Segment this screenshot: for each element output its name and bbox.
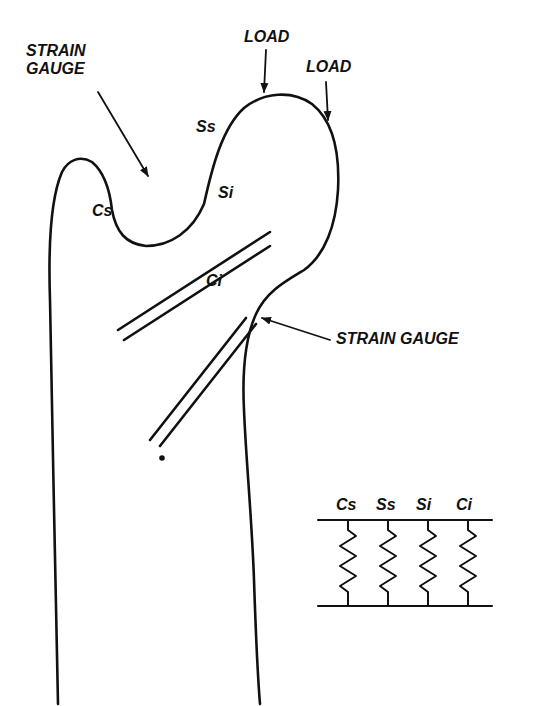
load-label: LOAD [306, 58, 351, 76]
inferior-gauge-strip [160, 324, 256, 446]
resistor-symbol [340, 520, 356, 606]
leader-arrow [262, 318, 330, 340]
gauge-name: Si [416, 496, 431, 514]
inferior-gauge-strip [150, 318, 246, 440]
gauge-name: Ss [196, 118, 216, 136]
femur-outline [50, 95, 339, 704]
superior-gauge-strip [118, 232, 270, 330]
gauge-name: Cs [336, 496, 356, 514]
bus-line [318, 605, 492, 607]
resistor-symbol [460, 520, 476, 606]
bus-line [318, 519, 492, 521]
load-arrow [264, 50, 266, 92]
gauge-name: Cs [92, 202, 112, 220]
gauge-name: Si [218, 184, 233, 202]
resistor-symbol [420, 520, 436, 606]
gauge-name: Ss [376, 496, 396, 514]
dot [161, 457, 164, 460]
strain-gauge-label: STRAIN GAUGE [336, 330, 459, 348]
gauge-name: Ci [456, 496, 472, 514]
leader-arrow [98, 92, 148, 176]
load-label: LOAD [244, 28, 289, 46]
gauge-name: Ci [206, 272, 222, 290]
strain-gauge-label: STRAIN GAUGE [26, 42, 106, 79]
resistor-symbol [380, 520, 396, 606]
superior-gauge-strip [124, 246, 270, 340]
load-arrow [326, 82, 328, 120]
